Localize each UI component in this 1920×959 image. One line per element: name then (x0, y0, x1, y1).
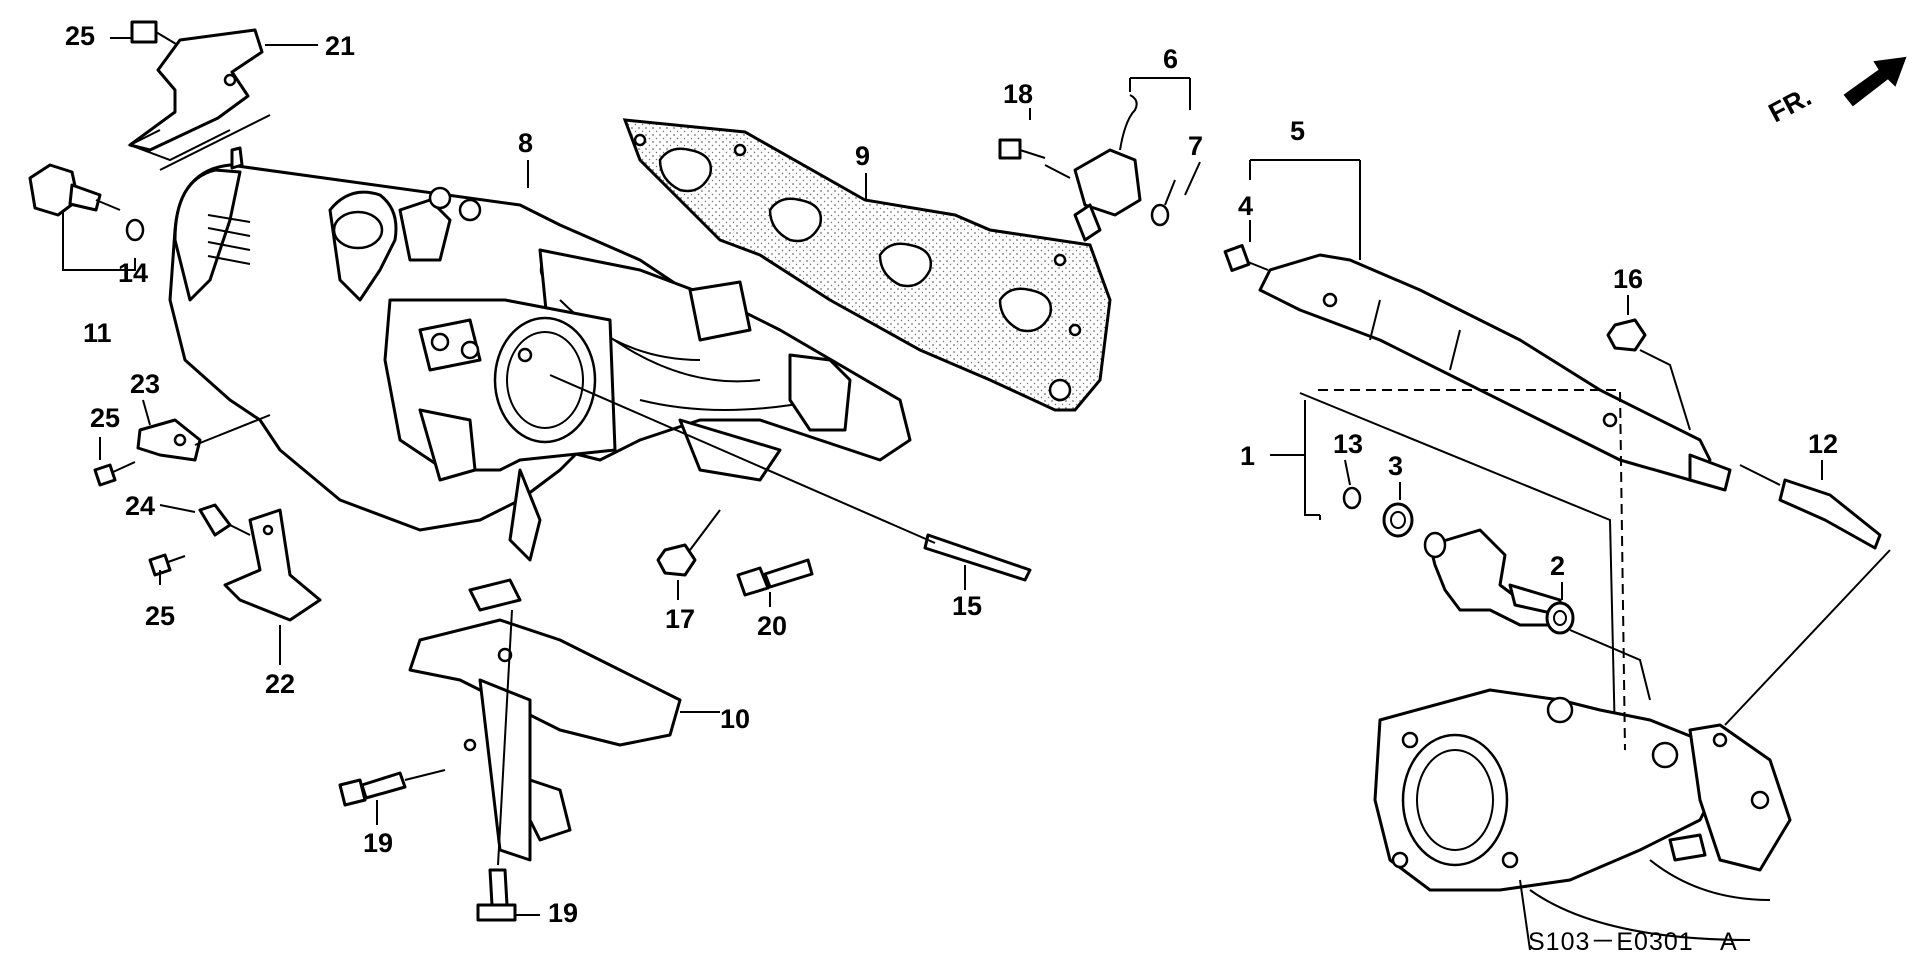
sensor-11 (28, 163, 121, 217)
callout-24: 24 (125, 491, 155, 521)
callout-25-a: 25 (65, 21, 95, 51)
callout-25-c: 25 (145, 601, 175, 631)
bolt-25-top (110, 20, 177, 45)
callout-10: 10 (720, 704, 750, 734)
gasket-9 (622, 118, 1112, 412)
installed-manifold-view (1373, 549, 1891, 951)
callout-1: 1 (1240, 441, 1255, 471)
callout-8: 8 (518, 128, 533, 158)
bracket-21 (127, 28, 271, 171)
cushion-3 (1382, 502, 1414, 538)
seal-13 (1342, 486, 1362, 510)
fuel-rail-5 (1249, 159, 1732, 492)
front-arrow: FR. (1764, 56, 1907, 128)
callout-13: 13 (1333, 429, 1363, 459)
o-ring-2 (1545, 601, 1651, 701)
callout-14: 14 (118, 258, 148, 288)
bolt-25-mid (93, 461, 136, 487)
callout-11: 11 (83, 318, 112, 348)
injector-leader-frame (1318, 389, 1626, 751)
bracket-10 (408, 578, 720, 862)
stay-22 (223, 508, 322, 622)
callout-21: 21 (325, 31, 355, 61)
callout-23: 23 (130, 369, 160, 399)
nut-16 (1606, 318, 1691, 431)
callout-4: 4 (1238, 191, 1253, 221)
callout-numbers: 25 21 8 9 6 18 7 5 4 16 14 11 23 25 24 2… (65, 21, 1838, 928)
injector-1 (1299, 392, 1616, 741)
bolt-25-low (148, 553, 186, 577)
drawing-code-revision: A (1720, 928, 1738, 956)
callout-20: 20 (757, 611, 787, 641)
callout-22: 22 (265, 669, 295, 699)
callout-15: 15 (952, 591, 982, 621)
bolt-19-bottom (476, 609, 517, 922)
nut-17 (656, 509, 721, 577)
callout-9: 9 (855, 141, 870, 171)
throttle-flange (383, 298, 617, 562)
stay-23 (136, 414, 271, 462)
pressure-regulator-6 (1073, 77, 1191, 242)
callout-5: 5 (1290, 116, 1305, 146)
callout-3: 3 (1388, 451, 1403, 481)
front-label: FR. (1764, 81, 1816, 128)
bolt-20 (736, 558, 814, 597)
washer-14 (62, 212, 145, 271)
connector-12 (1739, 464, 1882, 550)
o-ring-7 (1150, 179, 1176, 227)
callout-12: 12 (1808, 429, 1838, 459)
callout-6: 6 (1163, 44, 1178, 74)
drawing-code: S103－E0301 A (1528, 928, 1738, 956)
callout-2: 2 (1550, 551, 1565, 581)
callout-7: 7 (1188, 131, 1203, 161)
callout-25-b: 25 (90, 403, 120, 433)
callout-16: 16 (1613, 264, 1643, 294)
bolt-19-left (338, 769, 446, 807)
callout-18: 18 (1003, 79, 1033, 109)
clip-24 (198, 503, 251, 537)
bolt-4 (1223, 244, 1269, 272)
bolt-18 (998, 138, 1071, 179)
drawing-code-number: S103－E0301 (1528, 928, 1694, 956)
callout-19-b: 19 (548, 898, 578, 928)
callout-17: 17 (665, 604, 695, 634)
callout-19-a: 19 (363, 828, 393, 858)
leader-lines (99, 44, 1823, 916)
stud-15 (549, 374, 1032, 582)
